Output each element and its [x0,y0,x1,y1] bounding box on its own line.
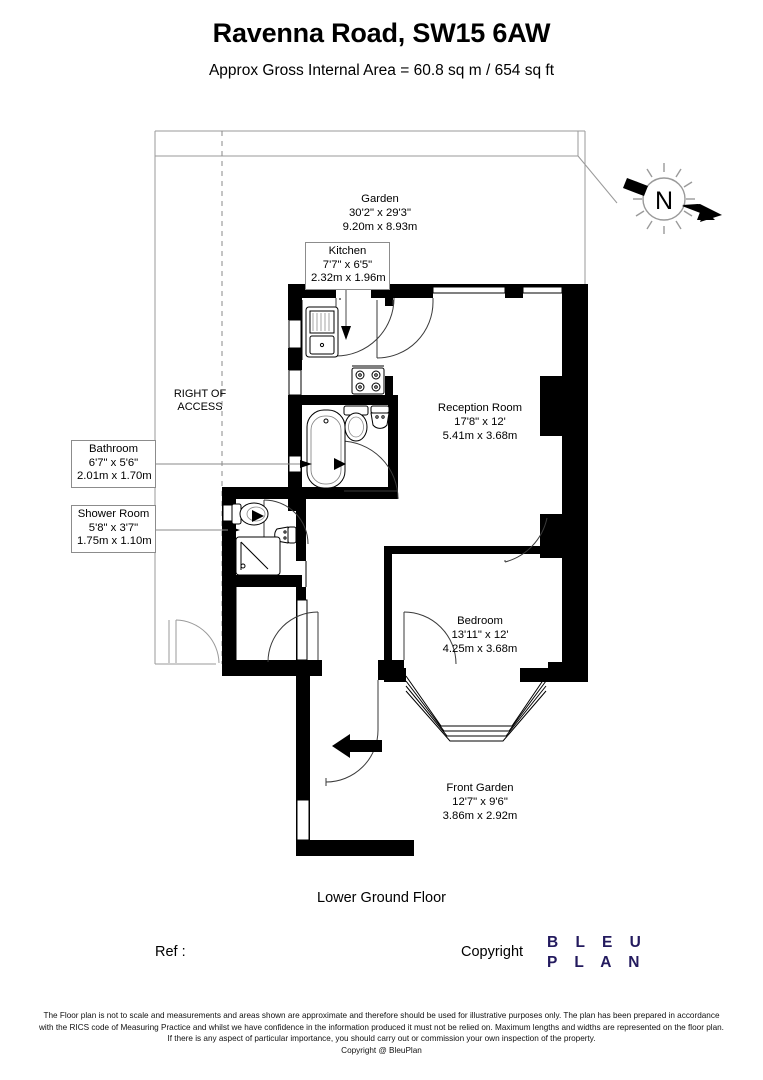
door-swings [263,297,548,786]
kitchen-hob [351,367,385,395]
shower-tray [235,536,281,576]
disclaimer-text: The Floor plan is not to scale and measu… [39,1011,724,1055]
garden-boundary [154,130,618,665]
room-label-bathroom: Bathroom 6'7" x 5'6" 2.01m x 1.70m [71,440,156,488]
page-title: Ravenna Road, SW15 6AW [212,18,551,48]
copyright-label: Copyright [461,944,524,960]
north-compass-icon: N [623,163,722,234]
shower-inner-arrow [252,510,264,522]
reference-label: Ref : [155,944,186,960]
room-label-front-garden: Front Garden 12'7" x 9'6" 3.86m x 2.92m [442,782,518,822]
bathroom-leader-arrow [300,460,312,468]
kitchen-counter [301,298,384,367]
floor-name-label: Lower Ground Floor [317,890,446,906]
bleuplan-logo-line1: B L E U [547,934,648,951]
shower-room-wc [231,502,269,526]
right-of-access-label: RIGHT OF ACCESS [173,388,227,413]
kitchen-drainer-lines [312,313,330,331]
shower-room-leader-arrow [228,526,240,534]
compass-north-letter: N [655,187,673,215]
entrance-arrow [332,734,382,758]
room-label-reception-room: Reception Room 17'8" x 12' 5.41m x 3.68m [437,402,523,442]
garden-gate-swing [168,619,220,664]
room-label-garden: Garden 30'2" x 29'3" 9.20m x 8.93m [342,193,418,233]
kitchen-leader-arrow [341,326,351,340]
callout-leader-lines [147,463,300,531]
shower-room-basin [274,526,297,544]
interior-outlines [235,561,414,856]
bathroom-wc [343,405,369,442]
bleuplan-logo-line2: P L A N [547,954,646,971]
bay-window [405,675,547,742]
callout-arrows [228,458,346,534]
bathroom-inner-arrow [334,458,346,470]
windows [222,286,563,841]
room-label-shower-room: Shower Room 5'8" x 3'7" 1.75m x 1.10m [71,505,156,553]
room-label-bedroom: Bedroom 13'11" x 12' 4.25m x 3.68m [442,615,518,655]
bathroom-basin [370,405,390,429]
page-subtitle: Approx Gross Internal Area = 60.8 sq m /… [208,62,555,79]
bathtub [306,409,346,489]
room-label-kitchen: Kitchen 7'7" x 6'5" 2.32m x 1.96m [305,242,390,290]
bleuplan-logo: B L E U P L A N [547,933,647,973]
kitchen-sink [305,306,339,358]
